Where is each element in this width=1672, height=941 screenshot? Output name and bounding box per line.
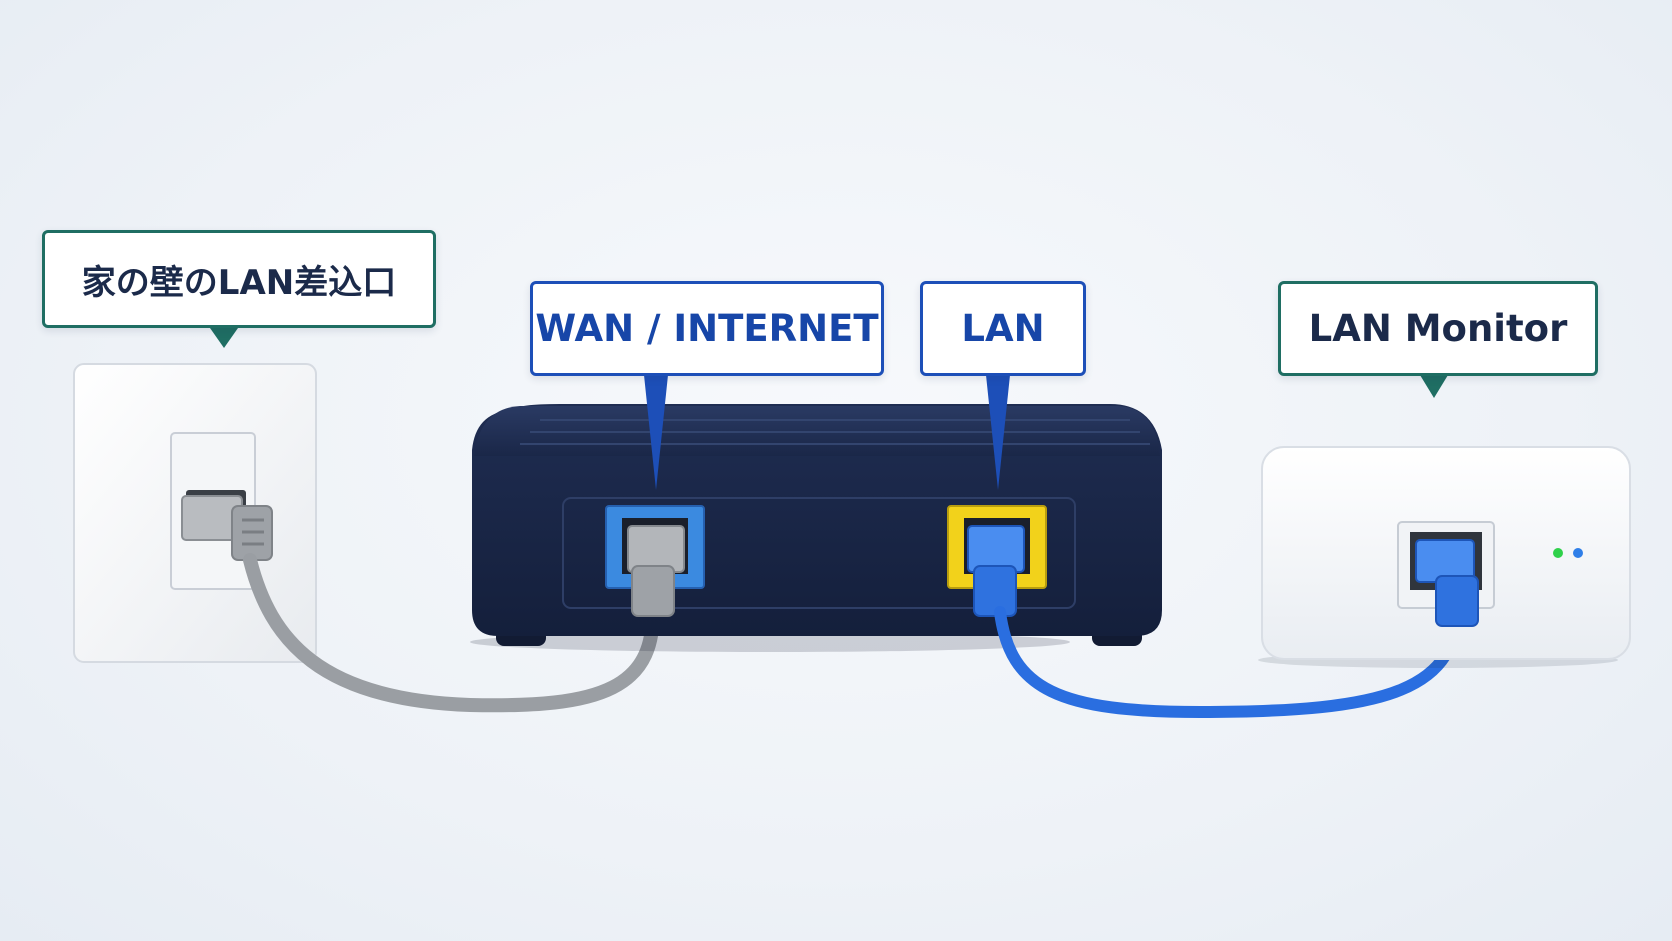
status-led-blue — [1573, 548, 1583, 558]
wall-jack-icon — [73, 363, 317, 663]
wan-port-label: WAN / INTERNET — [530, 281, 884, 376]
callout-tail — [210, 328, 238, 348]
ethernet-cable-icon — [994, 594, 1465, 719]
lan-monitor-icon — [1258, 446, 1631, 668]
callout-tail — [644, 375, 668, 490]
callout-tail — [986, 375, 1010, 490]
callout-tail — [1420, 375, 1448, 398]
ethernet-cable-icon — [243, 553, 660, 713]
wall-jack-label: 家の壁のLAN差込口 — [42, 230, 436, 328]
router-icon — [470, 404, 1162, 652]
lan-port-label: LAN — [920, 281, 1086, 376]
status-led-green — [1553, 548, 1563, 558]
lan-monitor-label: LAN Monitor — [1278, 281, 1598, 376]
